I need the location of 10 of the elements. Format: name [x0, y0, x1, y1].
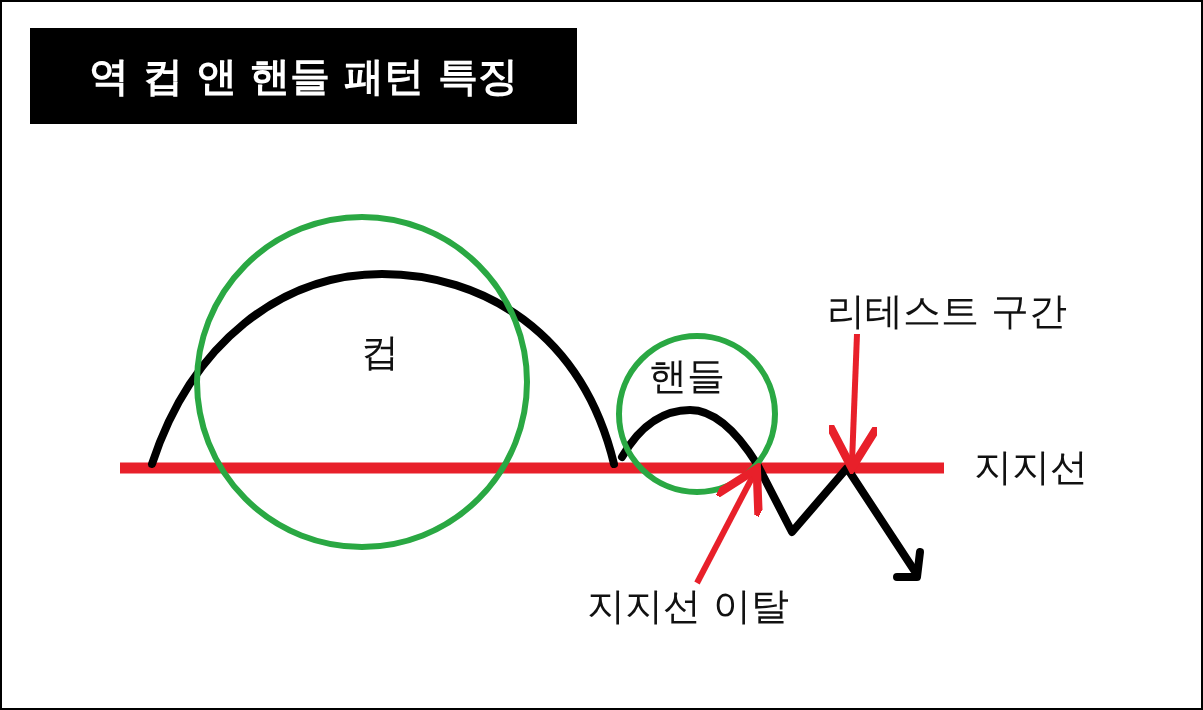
highlight-circle: [194, 214, 530, 550]
title-banner: 역 컵 앤 핸들 패턴 특징: [30, 28, 577, 124]
support-line: [120, 462, 944, 474]
arrow: [694, 464, 763, 585]
highlight-circle: [616, 333, 778, 495]
callout-text: 지지선 이탈: [587, 587, 790, 625]
callout-text: 리테스트 구간: [827, 292, 1068, 330]
pattern-label: 컵: [361, 333, 399, 371]
line-label: 지지선: [974, 448, 1088, 486]
pattern-label: 핸들: [649, 357, 725, 395]
